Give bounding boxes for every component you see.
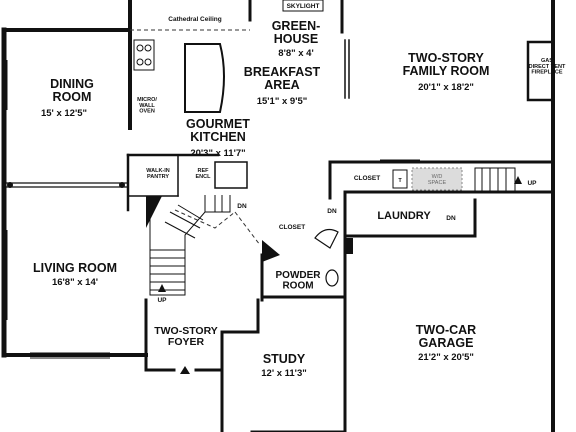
breakfast-dims: 15'1" x 9'5" — [257, 96, 308, 107]
cathedral-label: Cathedral Ceiling — [168, 16, 221, 23]
up-right-label: UP — [527, 180, 537, 187]
dn-laundry-label-1: DN — [327, 208, 337, 215]
closet-laundry-label: CLOSET — [354, 175, 380, 182]
foyer-stairs — [149, 195, 231, 296]
water-heater — [392, 169, 408, 189]
stair-landing-block — [146, 196, 162, 228]
dn-stair-label: DN — [237, 203, 247, 210]
living-room-dims: 16'8" x 14' — [52, 277, 98, 288]
dashed-lines — [130, 29, 261, 246]
washer-dryer-space — [411, 167, 463, 191]
family-room-dims: 20'1" x 18'2" — [418, 82, 474, 93]
powder-wall-block — [262, 240, 280, 262]
entry-arrow-icon — [180, 366, 190, 374]
walls — [1, 0, 555, 432]
study-dims: 12' x 11'3" — [261, 368, 306, 379]
cooktop-icon — [133, 39, 155, 71]
kitchen-island — [184, 43, 225, 113]
up-arrow-icon — [158, 284, 166, 292]
up-foyer-label: UP — [157, 297, 167, 304]
greenhouse-dims: 8'8" x 4' — [278, 48, 313, 59]
study-name: STUDY — [263, 352, 306, 366]
living-room-name: LIVING ROOM — [33, 261, 117, 275]
kitchen-dims: 20'3" x 11'7" — [190, 148, 245, 159]
garage-dims: 21'2" x 20'5" — [418, 352, 474, 363]
up-arrow-right-icon — [514, 176, 522, 184]
laundry-name: LAUNDRY — [377, 210, 431, 222]
t-label: T — [398, 178, 402, 184]
closet-powder-label: CLOSET — [279, 224, 305, 231]
toilet-icon — [325, 269, 339, 287]
dn-laundry-label-2: DN — [446, 215, 456, 222]
beam-posts — [7, 182, 125, 188]
powder-wall-stub — [345, 238, 353, 254]
sink-icon — [314, 228, 339, 249]
dining-room-dims: 15' x 12'5" — [41, 108, 87, 119]
windows — [1, 60, 420, 359]
greenhouse-name: GREEN-HOUSE — [272, 19, 321, 46]
side-stairs — [474, 167, 516, 193]
skylight-label: SKYLIGHT — [287, 3, 320, 10]
